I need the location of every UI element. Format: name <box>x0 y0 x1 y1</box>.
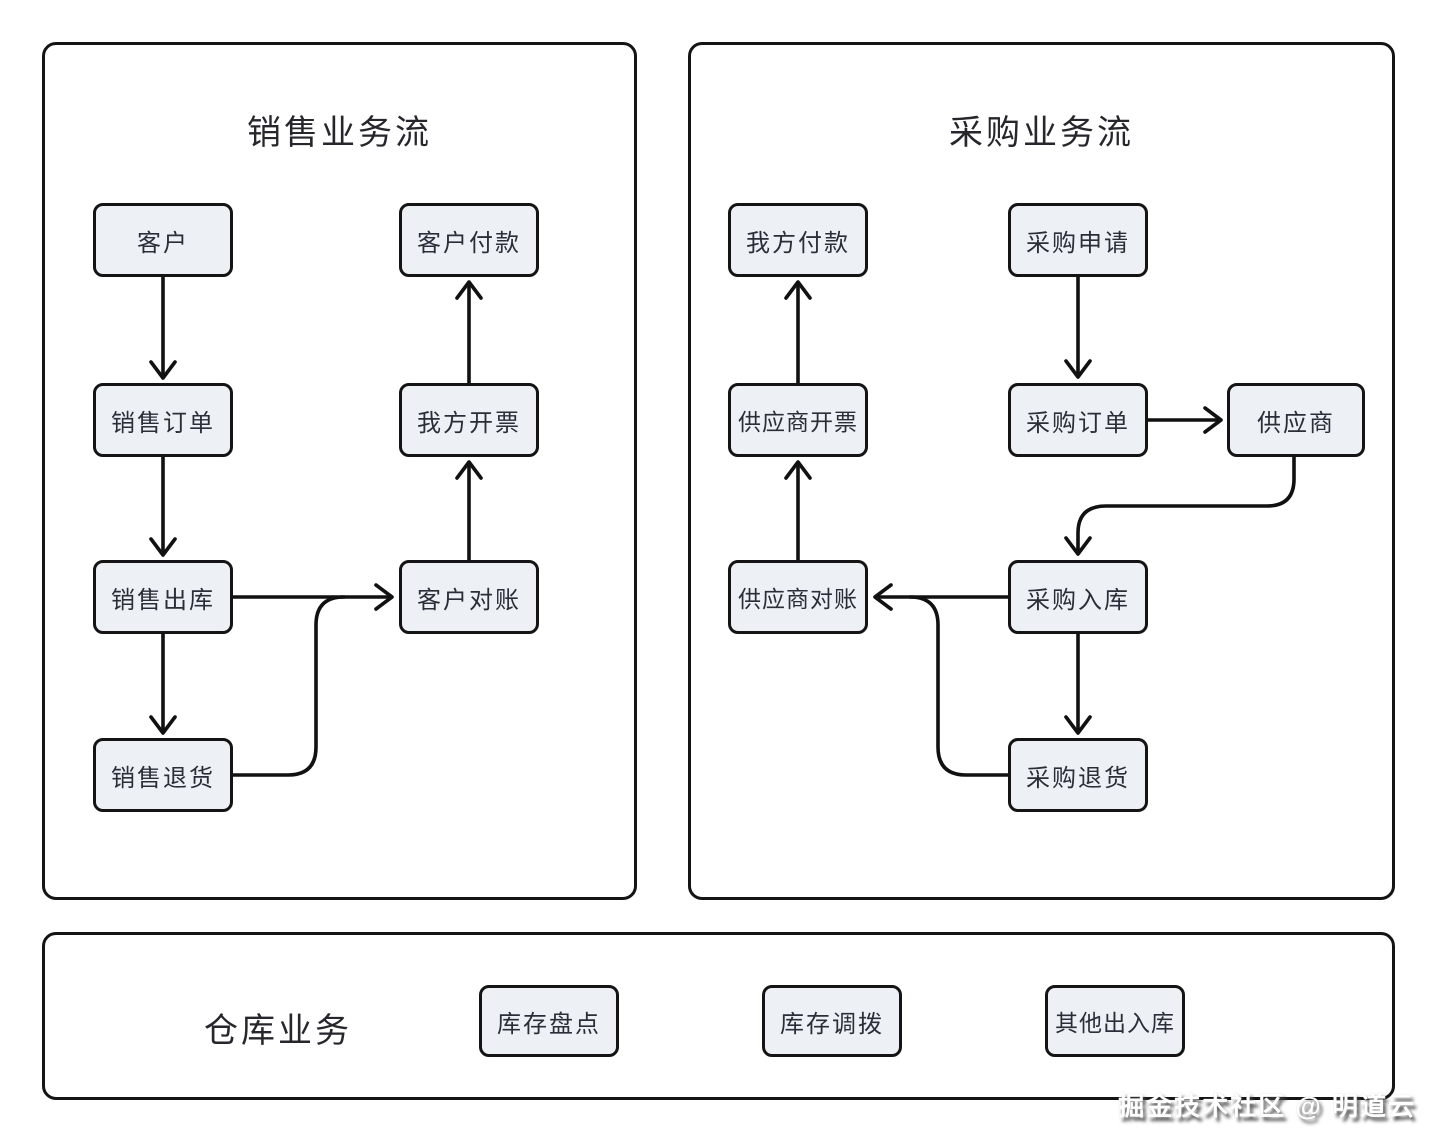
warehouse-panel <box>42 932 1395 1100</box>
edge-purchase-order-to-supplier <box>1146 406 1223 434</box>
edge-supplier-invoicing-to-our-payment <box>784 280 812 385</box>
node-customer-payment: 客户付款 <box>399 203 539 277</box>
warehouse-title: 仓库业务 <box>204 1012 352 1050</box>
node-our-payment: 我方付款 <box>728 203 868 277</box>
edge-purchase-request-to-purchase-order <box>1064 275 1092 379</box>
edge-purchase-return-to-supplier-reconciliation <box>908 595 1010 777</box>
edge-customer-reconciliation-to-our-invoicing <box>455 460 483 562</box>
node-purchase-request: 采购申请 <box>1008 203 1148 277</box>
node-our-invoicing: 我方开票 <box>399 383 539 457</box>
watermark-text: 掘金技术社区 @ 明道云 <box>1118 1091 1416 1121</box>
node-sales-outbound: 销售出库 <box>93 560 233 634</box>
sales-flow-title: 销售业务流 <box>247 114 432 152</box>
edge-sales-outbound-to-customer-reconciliation <box>231 583 394 611</box>
node-sales-return: 销售退货 <box>93 738 233 812</box>
edge-supplier-to-purchase-inbound <box>1064 455 1296 556</box>
node-supplier-invoicing: 供应商开票 <box>728 383 868 457</box>
node-sales-order: 销售订单 <box>93 383 233 457</box>
node-inventory-transfer: 库存调拨 <box>762 985 902 1057</box>
edge-sales-outbound-to-sales-return <box>149 632 177 735</box>
node-customer-reconciliation: 客户对账 <box>399 560 539 634</box>
node-customer: 客户 <box>93 203 233 277</box>
node-purchase-order: 采购订单 <box>1008 383 1148 457</box>
sales-flow-panel <box>42 42 637 900</box>
purchase-flow-panel <box>688 42 1395 900</box>
edge-supplier-reconciliation-to-supplier-invoicing <box>784 460 812 562</box>
node-purchase-inbound: 采购入库 <box>1008 560 1148 634</box>
edge-customer-to-sales-order <box>149 275 177 380</box>
node-inventory-count: 库存盘点 <box>479 985 619 1057</box>
edge-sales-order-to-sales-outbound <box>149 455 177 557</box>
edge-sales-return-to-customer-reconciliation <box>231 595 346 777</box>
edge-our-invoicing-to-customer-payment <box>455 280 483 385</box>
node-other-in-out: 其他出入库 <box>1045 985 1185 1057</box>
node-supplier-reconciliation: 供应商对账 <box>728 560 868 634</box>
edge-purchase-inbound-to-supplier-reconciliation <box>873 583 1010 611</box>
node-purchase-return: 采购退货 <box>1008 738 1148 812</box>
purchase-flow-title: 采购业务流 <box>949 114 1134 152</box>
edge-purchase-inbound-to-purchase-return <box>1064 632 1092 735</box>
node-supplier: 供应商 <box>1227 383 1365 457</box>
